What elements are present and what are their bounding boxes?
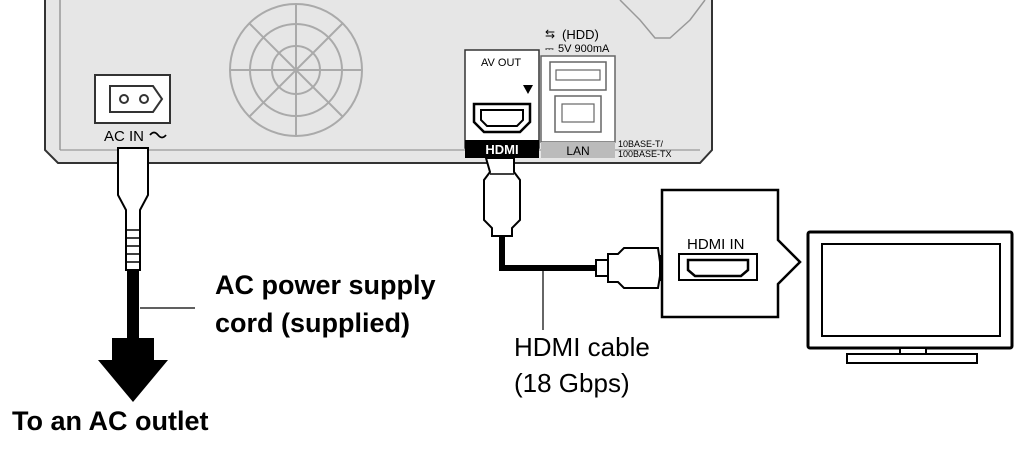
outlet-label: To an AC outlet (12, 406, 208, 436)
usb-icon: ⇆ (545, 27, 555, 41)
hdd-label: (HDD) (562, 27, 599, 42)
hdmi-logo: HDMI (485, 142, 518, 157)
hdmi-in-label: HDMI IN (687, 236, 745, 253)
television-icon (806, 230, 1014, 364)
hdmi-cable (483, 157, 675, 330)
power-cord-label-line2: cord (supplied) (215, 308, 410, 338)
hdmi-cable-label-line2: (18 Gbps) (514, 368, 630, 398)
arrow-down-icon (98, 338, 168, 402)
av-out-port: AV OUT HDMI (464, 49, 540, 158)
av-out-label: AV OUT (481, 57, 521, 69)
lan-spec-2: 100BASE-TX (618, 149, 672, 159)
triangle-down-icon (523, 85, 533, 94)
lan-spec-1: 10BASE-T/ (618, 139, 664, 149)
tv-hdmi-in-callout: HDMI IN (660, 188, 802, 319)
hdmi-cable-label-line1: HDMI cable (514, 332, 650, 362)
hdd-power-label: 5V 900mA (558, 43, 610, 55)
dc-symbol: ⎓ (545, 43, 554, 55)
ac-in-port: AC IN (94, 74, 171, 145)
power-cord-label-line1: AC power supply (215, 270, 436, 300)
hdd-lan-ports: ⇆ (HDD) ⎓ 5V 900mA LAN 10BASE-T/ 100BASE… (540, 27, 672, 159)
ac-tilde-icon (149, 131, 167, 139)
fan-grille (229, 3, 363, 137)
ac-power-cord (98, 147, 195, 402)
lan-label: LAN (566, 144, 589, 158)
ac-in-label: AC IN (104, 128, 144, 145)
